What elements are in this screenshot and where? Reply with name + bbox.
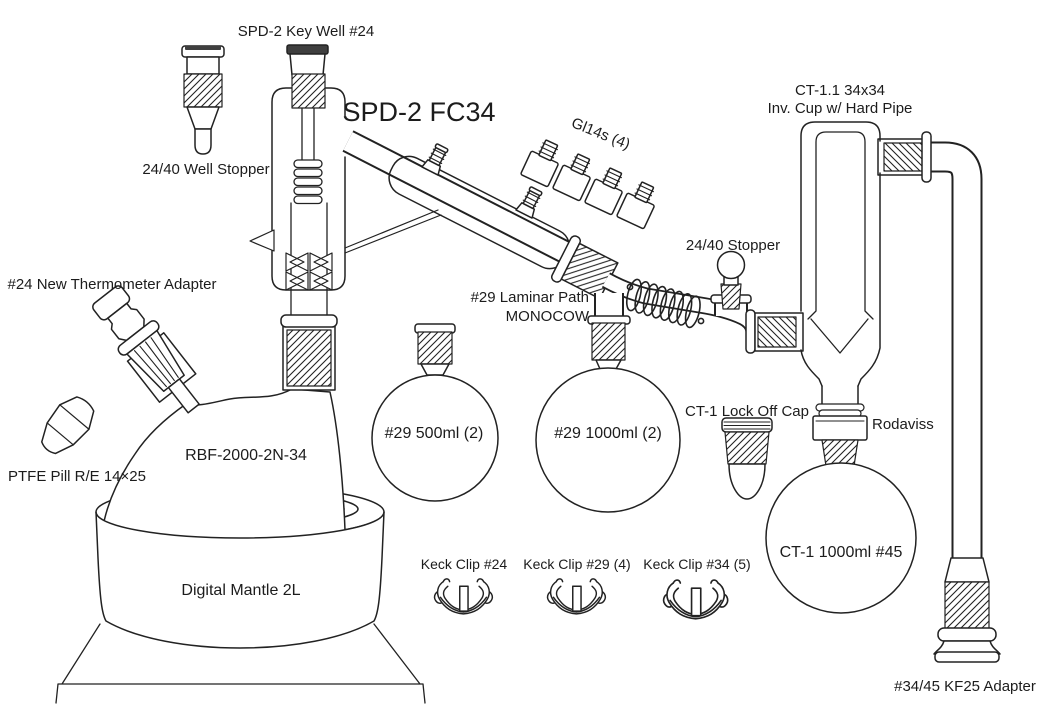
label-keck-24: Keck Clip #24 <box>421 556 508 572</box>
coil <box>625 278 705 329</box>
mantle-stand <box>55 623 426 704</box>
well-tube <box>301 107 315 163</box>
key-well-socket <box>286 44 329 109</box>
ct1-flask <box>765 462 917 614</box>
keck-clips <box>433 578 729 620</box>
label-well-stopper: 24/40 Well Stopper <box>142 161 269 178</box>
heating-mantle-body <box>55 511 426 704</box>
kf25-adapter <box>933 557 1001 663</box>
gl14-caps <box>520 139 655 230</box>
label-laminar-line1: #29 Laminar Path <box>471 289 589 306</box>
label-keck-34: Keck Clip #34 (5) <box>643 556 750 572</box>
condenser-arm <box>342 130 619 300</box>
label-ct11-line2: Inv. Cup w/ Hard Pipe <box>768 100 913 117</box>
main-neck-joint <box>280 314 338 391</box>
lock-off-cap <box>721 417 773 500</box>
label-spd2-head: SPD-2 FC34 <box>342 97 495 127</box>
spd2-column <box>249 44 346 316</box>
well-stopper <box>181 45 225 155</box>
well-bellows <box>293 159 323 205</box>
gl14-port <box>515 186 543 219</box>
ptfe-pill <box>41 396 95 455</box>
drip-pointer <box>249 229 275 252</box>
laminar-path <box>587 250 763 354</box>
cup-left-port <box>754 312 804 352</box>
flask-500ml <box>371 323 499 502</box>
label-mantle: Digital Mantle 2L <box>181 582 300 599</box>
support-rod <box>344 209 442 254</box>
label-ptfe-pill: PTFE Pill R/E 14×25 <box>8 468 146 485</box>
label-flask-1000: #29 1000ml (2) <box>554 425 662 442</box>
inner-cone <box>810 318 869 354</box>
flask-1000ml <box>535 322 681 513</box>
label-rodaviss: Rodaviss <box>872 416 934 433</box>
label-lock-off-cap: CT-1 Lock Off Cap <box>685 403 809 420</box>
thermometer-adapter <box>92 285 200 414</box>
label-laminar-line2: MONOCOW <box>506 308 590 325</box>
label-kf25-adapter: #34/45 KF25 Adapter <box>894 678 1036 695</box>
label-keck-29: Keck Clip #29 (4) <box>523 556 630 572</box>
label-stopper-2440: 24/40 Stopper <box>686 237 780 254</box>
label-thermometer-adapter: #24 New Thermometer Adapter <box>8 276 217 293</box>
ball-stopper-24-40 <box>716 250 746 310</box>
rodaviss-joint <box>812 415 868 467</box>
labels: SPD-2 Key Well #24 24/40 Well Stopper SP… <box>8 23 1036 695</box>
label-spd2-key-well: SPD-2 Key Well #24 <box>238 23 374 40</box>
label-gl14s: Gl14s (4) <box>569 114 633 153</box>
label-ct1-flask: CT-1 1000ml #45 <box>780 544 903 561</box>
gl14-port <box>421 143 449 176</box>
label-ct11-line1: CT-1.1 34x34 <box>795 82 885 99</box>
cup-right-port <box>877 131 932 183</box>
label-flask-500: #29 500ml (2) <box>385 425 484 442</box>
inverted-cup-trap <box>754 121 1001 663</box>
seal-marks <box>285 252 333 291</box>
label-rbf-flask: RBF-2000-2N-34 <box>185 447 307 464</box>
